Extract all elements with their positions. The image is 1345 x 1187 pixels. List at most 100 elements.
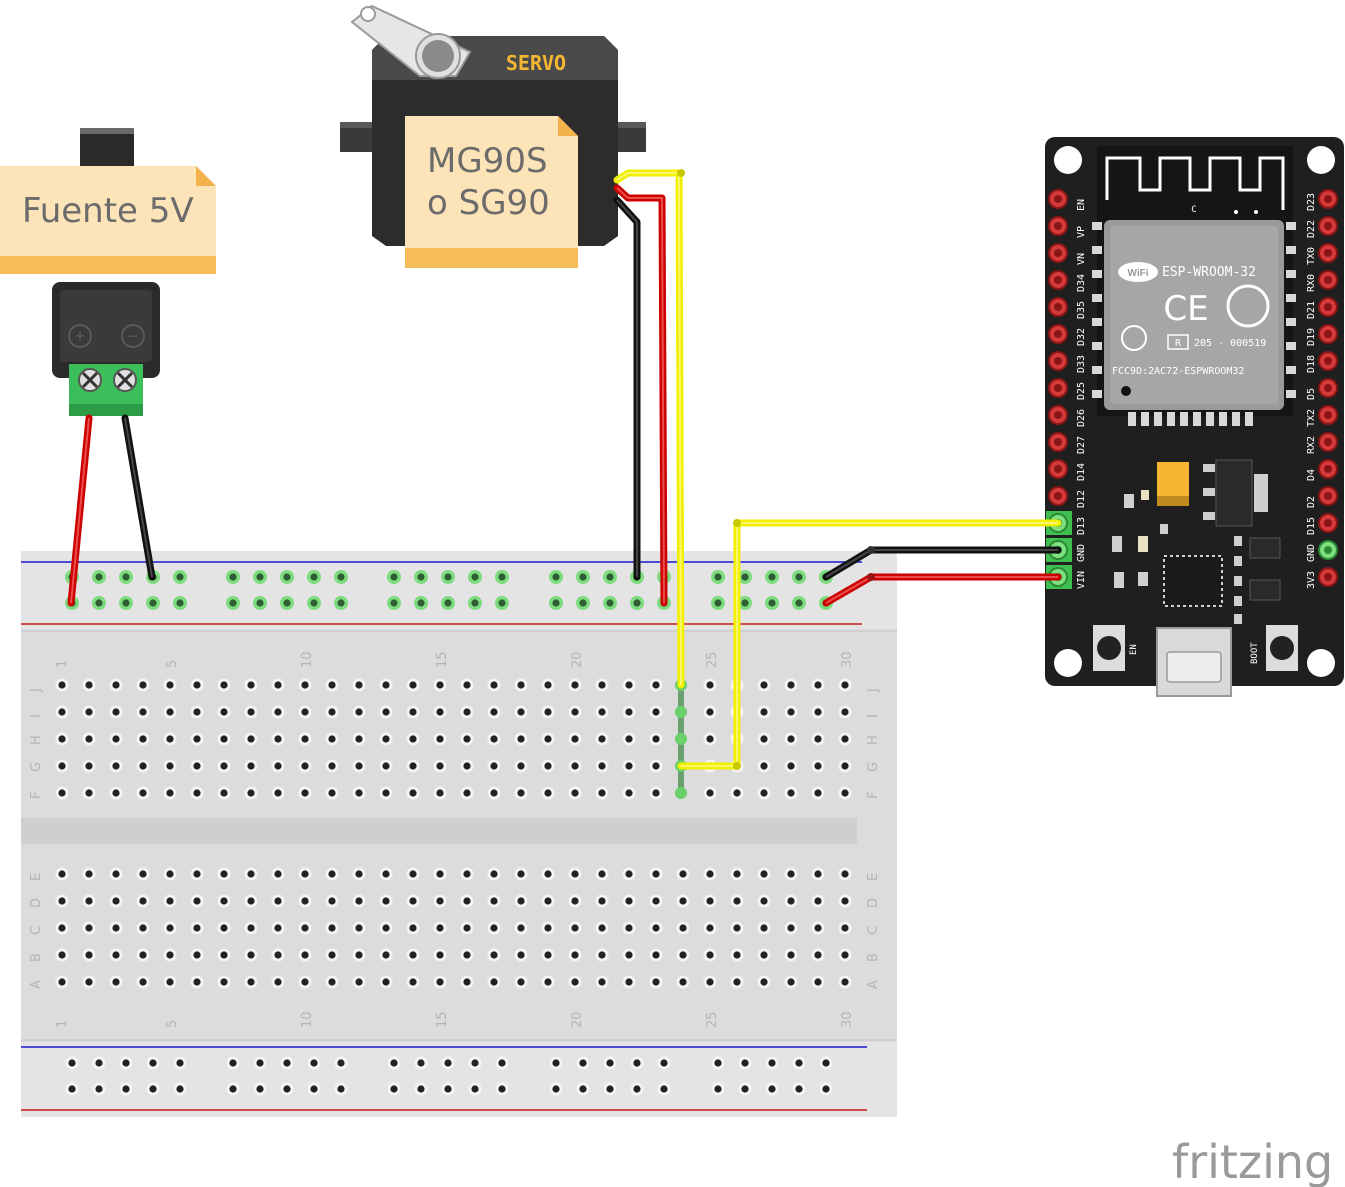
breadboard-hole[interactable]	[136, 894, 150, 908]
rail-hole[interactable]	[549, 1056, 563, 1070]
esp32-pin-d14[interactable]	[1046, 457, 1072, 481]
breadboard-hole[interactable]	[703, 705, 717, 719]
breadboard-hole[interactable]	[406, 948, 420, 962]
breadboard-hole[interactable]	[595, 921, 609, 935]
breadboard-hole[interactable]	[136, 678, 150, 692]
breadboard-hole[interactable]	[568, 705, 582, 719]
rail-hole[interactable]	[173, 1082, 187, 1096]
breadboard-hole[interactable]	[541, 678, 555, 692]
breadboard-hole[interactable]	[55, 921, 69, 935]
breadboard-hole[interactable]	[514, 975, 528, 989]
breadboard-hole[interactable]	[325, 705, 339, 719]
esp32-pin-r-d21[interactable]	[1318, 297, 1338, 317]
breadboard-hole[interactable]	[757, 975, 771, 989]
breadboard-hole[interactable]	[109, 786, 123, 800]
breadboard-hole[interactable]	[136, 948, 150, 962]
rail-hole[interactable]	[711, 1056, 725, 1070]
breadboard-hole[interactable]	[271, 732, 285, 746]
breadboard-hole[interactable]	[352, 678, 366, 692]
breadboard-hole[interactable]	[271, 921, 285, 935]
breadboard-hole[interactable]	[622, 894, 636, 908]
rail-hole[interactable]	[119, 1056, 133, 1070]
breadboard-hole[interactable]	[811, 948, 825, 962]
breadboard-hole[interactable]	[514, 705, 528, 719]
breadboard-hole[interactable]	[703, 867, 717, 881]
breadboard-hole[interactable]	[325, 975, 339, 989]
breadboard-hole[interactable]	[298, 732, 312, 746]
breadboard-hole[interactable]	[325, 759, 339, 773]
rail-hole[interactable]	[334, 596, 348, 610]
breadboard-hole[interactable]	[514, 948, 528, 962]
breadboard-hole[interactable]	[406, 705, 420, 719]
breadboard-hole[interactable]	[217, 867, 231, 881]
breadboard-hole[interactable]	[271, 786, 285, 800]
breadboard-hole[interactable]	[811, 705, 825, 719]
breadboard-hole[interactable]	[622, 786, 636, 800]
breadboard-hole[interactable]	[244, 867, 258, 881]
breadboard-hole[interactable]	[541, 894, 555, 908]
breadboard-hole[interactable]	[649, 759, 663, 773]
rail-hole[interactable]	[226, 1082, 240, 1096]
breadboard-hole[interactable]	[649, 732, 663, 746]
breadboard-hole[interactable]	[595, 948, 609, 962]
breadboard-hole[interactable]	[298, 759, 312, 773]
breadboard-hole[interactable]	[163, 705, 177, 719]
esp32-pin-r-d22[interactable]	[1318, 216, 1338, 236]
rail-hole[interactable]	[65, 1082, 79, 1096]
breadboard-hole[interactable]	[136, 867, 150, 881]
breadboard-hole[interactable]	[82, 705, 96, 719]
rail-hole[interactable]	[630, 1056, 644, 1070]
breadboard-hole[interactable]	[460, 975, 474, 989]
breadboard-hole[interactable]	[514, 894, 528, 908]
rail-hole[interactable]	[441, 596, 455, 610]
esp32-pin-r-tx2[interactable]	[1318, 405, 1338, 425]
breadboard-hole[interactable]	[460, 894, 474, 908]
breadboard-hole[interactable]	[433, 921, 447, 935]
rail-hole[interactable]	[307, 1082, 321, 1096]
breadboard-hole[interactable]	[649, 894, 663, 908]
rail-hole[interactable]	[792, 1056, 806, 1070]
rail-hole[interactable]	[334, 570, 348, 584]
breadboard-hole[interactable]	[379, 732, 393, 746]
rail-hole[interactable]	[603, 596, 617, 610]
rail-hole[interactable]	[576, 1056, 590, 1070]
rail-hole[interactable]	[226, 596, 240, 610]
rail-hole[interactable]	[65, 1056, 79, 1070]
rail-hole[interactable]	[765, 596, 779, 610]
esp32-pin-d35[interactable]	[1046, 295, 1072, 319]
breadboard-hole[interactable]	[460, 678, 474, 692]
breadboard-hole[interactable]	[757, 948, 771, 962]
breadboard-hole[interactable]	[514, 732, 528, 746]
breadboard-hole[interactable]	[82, 894, 96, 908]
breadboard-hole[interactable]	[703, 948, 717, 962]
breadboard-hole[interactable]	[379, 948, 393, 962]
breadboard-hole[interactable]	[838, 867, 852, 881]
breadboard-hole[interactable]	[163, 975, 177, 989]
breadboard-hole[interactable]	[163, 867, 177, 881]
breadboard-hole[interactable]	[136, 786, 150, 800]
breadboard-hole[interactable]	[406, 786, 420, 800]
esp32-pin-r-d23[interactable]	[1318, 189, 1338, 209]
rail-hole[interactable]	[630, 1082, 644, 1096]
breadboard-hole[interactable]	[784, 975, 798, 989]
breadboard-hole[interactable]	[325, 894, 339, 908]
rail-hole[interactable]	[280, 1056, 294, 1070]
breadboard-hole[interactable]	[109, 975, 123, 989]
breadboard-hole[interactable]	[379, 921, 393, 935]
breadboard-hole[interactable]	[541, 948, 555, 962]
breadboard-hole[interactable]	[109, 921, 123, 935]
breadboard-hole[interactable]	[244, 894, 258, 908]
breadboard-hole[interactable]	[406, 732, 420, 746]
breadboard-hole[interactable]	[244, 678, 258, 692]
breadboard-hole[interactable]	[244, 705, 258, 719]
rail-hole[interactable]	[307, 596, 321, 610]
breadboard-hole[interactable]	[298, 948, 312, 962]
breadboard-hole[interactable]	[487, 948, 501, 962]
breadboard-hole[interactable]	[217, 678, 231, 692]
esp32-pin-d33[interactable]	[1046, 349, 1072, 373]
breadboard-hole[interactable]	[514, 867, 528, 881]
breadboard-hole[interactable]	[217, 948, 231, 962]
rail-hole[interactable]	[603, 570, 617, 584]
breadboard-hole[interactable]	[271, 975, 285, 989]
rail-hole[interactable]	[495, 596, 509, 610]
